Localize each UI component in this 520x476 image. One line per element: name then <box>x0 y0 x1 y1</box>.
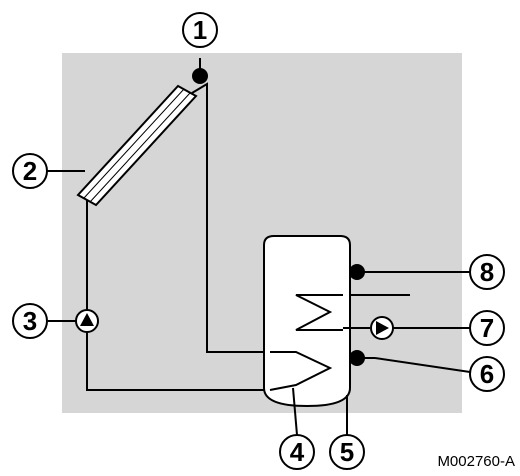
reference-code: M002760-A <box>437 453 515 470</box>
callout-2: 2 <box>12 153 48 189</box>
callout-8: 8 <box>469 254 505 290</box>
return-pipe <box>86 200 270 391</box>
lower-coil-icon <box>269 351 333 391</box>
svg-text:1: 1 <box>193 15 207 45</box>
bottom-sensor-icon <box>349 350 471 373</box>
diagram-panel <box>62 53 462 413</box>
callout-7: 7 <box>469 310 505 346</box>
svg-text:8: 8 <box>480 257 494 287</box>
upper-coil-icon <box>295 294 343 331</box>
svg-text:6: 6 <box>480 359 494 389</box>
svg-text:5: 5 <box>340 437 354 467</box>
callout-3: 3 <box>12 303 48 339</box>
callout-1: 1 <box>182 12 218 48</box>
collector-sensor-icon <box>192 58 208 84</box>
svg-text:2: 2 <box>23 156 37 186</box>
callout-6: 6 <box>469 356 505 392</box>
callout-4: 4 <box>279 434 315 470</box>
flow-pipe <box>191 82 270 353</box>
backup-pump-icon <box>343 316 470 340</box>
solar-collector-icon <box>76 84 198 207</box>
svg-text:4: 4 <box>290 437 305 467</box>
leader-lines <box>47 170 348 436</box>
storage-tank-icon <box>263 235 351 408</box>
callout-5: 5 <box>329 434 365 470</box>
solar-pump-icon <box>75 309 99 333</box>
svg-text:3: 3 <box>23 306 37 336</box>
svg-text:7: 7 <box>480 313 494 343</box>
top-sensor-icon <box>349 264 470 280</box>
